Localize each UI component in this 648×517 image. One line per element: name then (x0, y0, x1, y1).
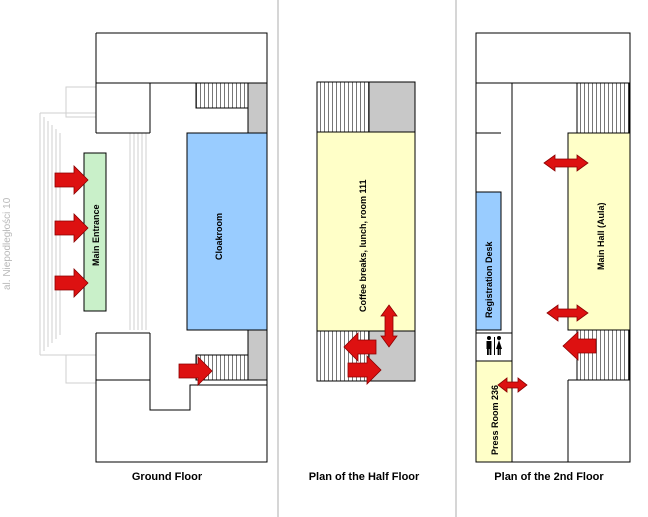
stairs (576, 329, 630, 381)
press-room-label: Press Room 236 (490, 385, 500, 455)
main-entrance-label: Main Entrance (91, 204, 101, 266)
second-floor-plan: Registration Desk Press Room 236 Main Ha… (475, 32, 631, 483)
coffee-room-area (316, 131, 416, 332)
entrance-arrow (54, 213, 89, 243)
street-label: al. Niepodległości 10 (2, 197, 13, 290)
double-arrow (546, 304, 589, 322)
ground-floor-title: Ground Floor (132, 471, 203, 483)
stairs (576, 82, 630, 134)
left-arrow (343, 332, 377, 362)
stairs-arrow (178, 356, 213, 386)
second-floor-title: Plan of the 2nd Floor (494, 471, 604, 483)
stairs-landing (368, 81, 416, 133)
entrance-arrow (54, 268, 89, 298)
stairs-landing (247, 329, 268, 381)
press-room-area (475, 360, 513, 463)
cloakroom-area (186, 132, 268, 331)
right-arrow (347, 355, 382, 385)
restroom-icon (486, 336, 502, 355)
up-down-arrow (380, 304, 398, 348)
half-floor-plan: Coffee breaks, lunch, room 111 Plan of t… (309, 81, 420, 483)
stairs (316, 81, 370, 133)
cloakroom-label: Cloakroom (214, 213, 224, 260)
stairs (195, 82, 249, 109)
registration-desk-area (475, 191, 502, 331)
entrance-arrow (54, 165, 89, 195)
double-arrow (543, 154, 589, 172)
left-arrow (562, 331, 597, 361)
ground-floor-plan: Main Entrance Cloakroom Ground Floor (39, 32, 268, 483)
coffee-room-label: Coffee breaks, lunch, room 111 (358, 179, 368, 312)
main-hall-label: Main Hall (Aula) (596, 202, 606, 270)
stairs-landing (247, 82, 268, 134)
half-floor-title: Plan of the Half Floor (309, 471, 420, 483)
registration-desk-label: Registration Desk (484, 240, 494, 318)
double-arrow (497, 377, 528, 393)
